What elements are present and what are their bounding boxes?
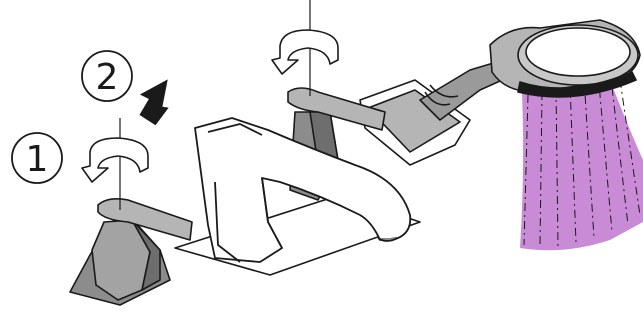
rotate-arrow-icon — [82, 138, 148, 182]
rotate-arrow-icon — [272, 30, 338, 74]
step-1-marker: 1 — [12, 133, 62, 183]
left-valve — [70, 220, 170, 305]
step-1-number: 1 — [26, 139, 49, 180]
step-2-number: 2 — [96, 57, 119, 98]
arrow-up-icon — [134, 79, 175, 127]
step-2-marker: 2 — [82, 51, 132, 101]
